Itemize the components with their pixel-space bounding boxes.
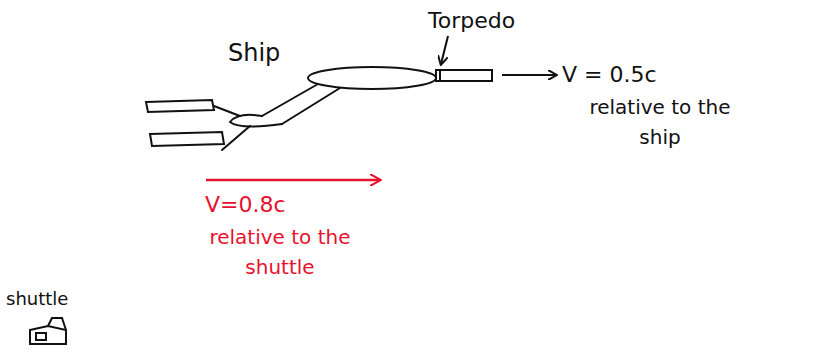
- velocity-label: V=0.8c: [205, 190, 286, 220]
- velocity-note: relative to the shuttle: [195, 222, 365, 282]
- torpedo-pointer: [441, 36, 448, 64]
- torpedo-velocity-arrow: [502, 74, 556, 76]
- torpedo-drawing: [436, 70, 492, 81]
- shuttle-label: shuttle: [6, 284, 68, 314]
- ship-velocity-arrow: [206, 179, 380, 182]
- ship-label: Ship: [228, 38, 280, 68]
- velocity-note: relative to the ship: [575, 92, 745, 152]
- velocity-label: V = 0.5c: [562, 60, 657, 90]
- shuttle-drawing: [30, 318, 66, 344]
- torpedo-label: Torpedo: [428, 6, 515, 36]
- ship-drawing: [146, 67, 436, 150]
